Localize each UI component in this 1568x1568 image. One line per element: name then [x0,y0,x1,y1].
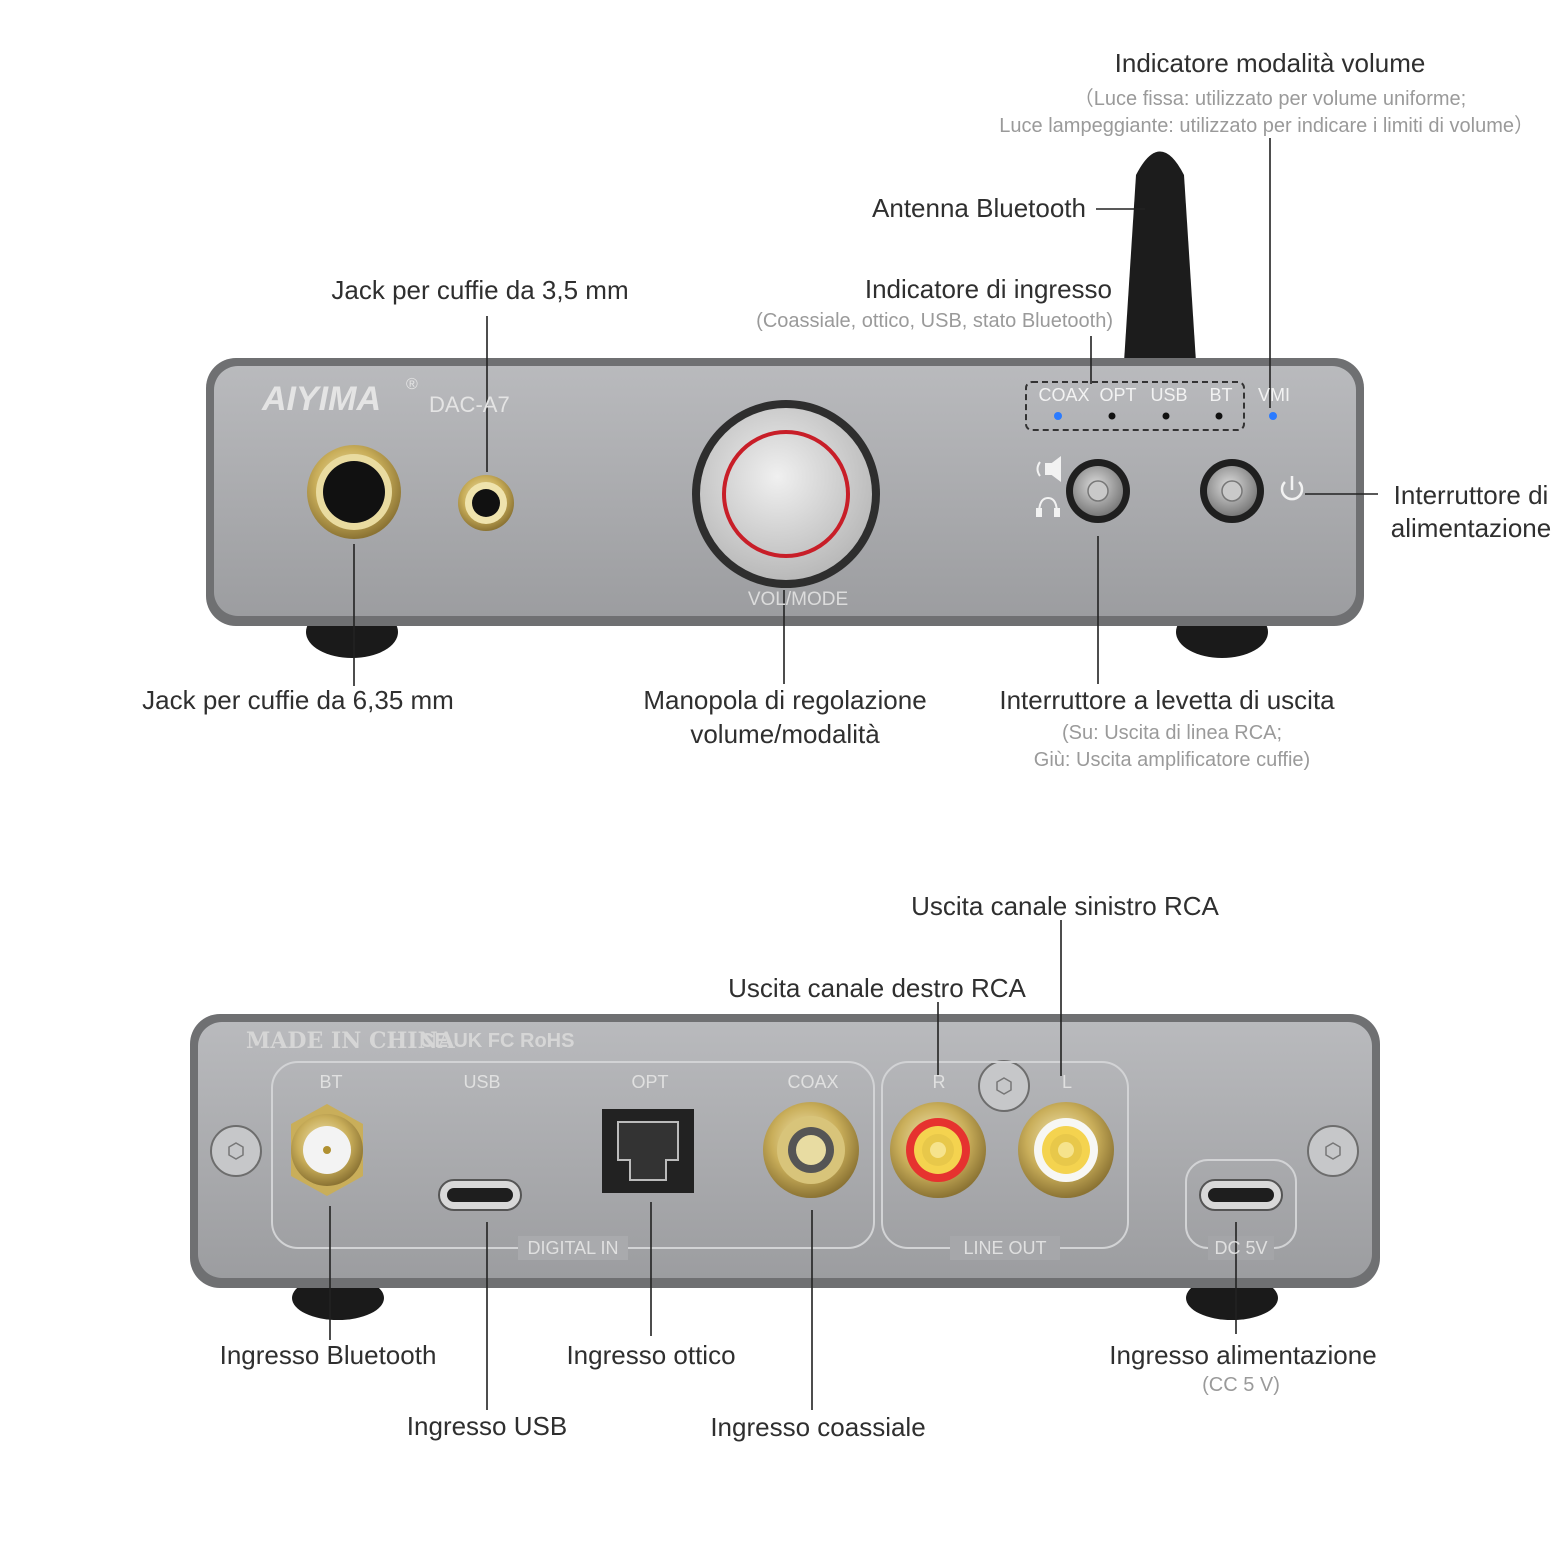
callout-output-toggle-sub2: Giù: Uscita amplificatore cuffie) [1033,749,1311,771]
port-label-usb: USB [463,1072,501,1092]
led-vmi [1269,412,1277,420]
callout-vmi-title: Indicatore modalità volume [1114,48,1426,78]
callout-power-input: Ingresso alimentazione [1109,1340,1377,1370]
callout-rca-left: Uscita canale sinistro RCA [911,891,1219,921]
callout-jack-3-5: Jack per cuffie da 3,5 mm [331,275,629,305]
group-label-dc: DC 5V [1214,1238,1268,1258]
screw [210,1125,262,1177]
rca-left-port [1018,1102,1114,1198]
callout-knob-2: volume/modalità [690,719,880,749]
callout-antenna: Antenna Bluetooth [872,193,1086,223]
callout-input-indicator-sub: (Coassiale, ottico, USB, stato Bluetooth… [756,310,1113,332]
callout-output-toggle-sub1: (Su: Uscita di linea RCA; [1061,722,1283,744]
callout-usb-input: Ingresso USB [406,1411,568,1441]
front-panel [206,151,1364,658]
callout-input-indicator: Indicatore di ingresso [864,274,1112,304]
led-opt [1108,412,1116,420]
rear-leader-lines [329,920,1237,1410]
front-leader-lines [353,138,1378,686]
indicator-box [1025,381,1245,431]
callout-rca-right: Uscita canale destro RCA [728,973,1026,1003]
bt-antenna-connector [291,1104,363,1196]
callout-power-switch-1: Interruttore di [1393,480,1549,510]
callout-vmi-sub2: Luce lampeggiante: utilizzato per indica… [999,115,1534,137]
knob-label: VOL/MODE [747,589,849,610]
callout-power-input-sub: (CC 5 V) [1202,1374,1280,1396]
volume-mode-knob [692,400,880,588]
group-label-line-out: LINE OUT [963,1238,1047,1258]
led-coax [1054,412,1062,420]
indicator-label-usb: USB [1150,385,1188,405]
port-label-opt: OPT [631,1072,669,1092]
group-label-digital-in: DIGITAL IN [527,1238,619,1258]
registered-mark: ® [406,376,418,393]
model-name: DAC-A7 [429,392,510,417]
port-label-r: R [932,1072,946,1092]
output-toggle-switch [1066,459,1130,523]
screw [978,1060,1030,1112]
speaker-icon [1036,456,1061,482]
brand-logo: AIYIMA [262,380,381,418]
port-label-coax: COAX [787,1072,839,1092]
callout-bt-input: Ingresso Bluetooth [219,1340,437,1370]
port-label-bt: BT [319,1072,343,1092]
indicator-label-bt: BT [1209,385,1233,405]
coax-port [763,1102,859,1198]
led-usb [1162,412,1170,420]
callout-knob-1: Manopola di regolazione [643,685,927,715]
jack-6-35mm [307,445,401,539]
optical-port [602,1109,694,1193]
callout-jack-6-35: Jack per cuffie da 6,35 mm [142,685,454,715]
led-bt [1215,412,1223,420]
callout-optical-input: Ingresso ottico [566,1340,736,1370]
jack-3-5mm [458,475,514,531]
port-label-l: L [1061,1072,1072,1092]
dc-5v-port [1199,1179,1283,1211]
screw [1307,1125,1359,1177]
callout-vmi-sub1: （Luce fissa: utilizzato per volume unifo… [1073,88,1467,110]
bluetooth-antenna [1124,151,1196,362]
power-switch [1200,459,1264,523]
power-icon [1280,476,1304,501]
rca-right-port [890,1102,986,1198]
headphone-icon [1036,496,1060,517]
indicator-label-coax: COAX [1038,385,1090,405]
callout-power-switch-2: alimentazione [1390,513,1552,543]
rear-panel [190,1014,1380,1320]
indicator-label-vmi: VMI [1257,385,1290,405]
made-in-label: MADE IN CHINA [246,1028,455,1054]
indicator-label-opt: OPT [1099,385,1137,405]
certification-marks: CE UK FC RoHS [420,1030,575,1052]
callout-coax-input: Ingresso coassiale [710,1412,926,1442]
callout-output-toggle: Interruttore a levetta di uscita [999,685,1335,715]
usb-c-port [438,1179,522,1211]
